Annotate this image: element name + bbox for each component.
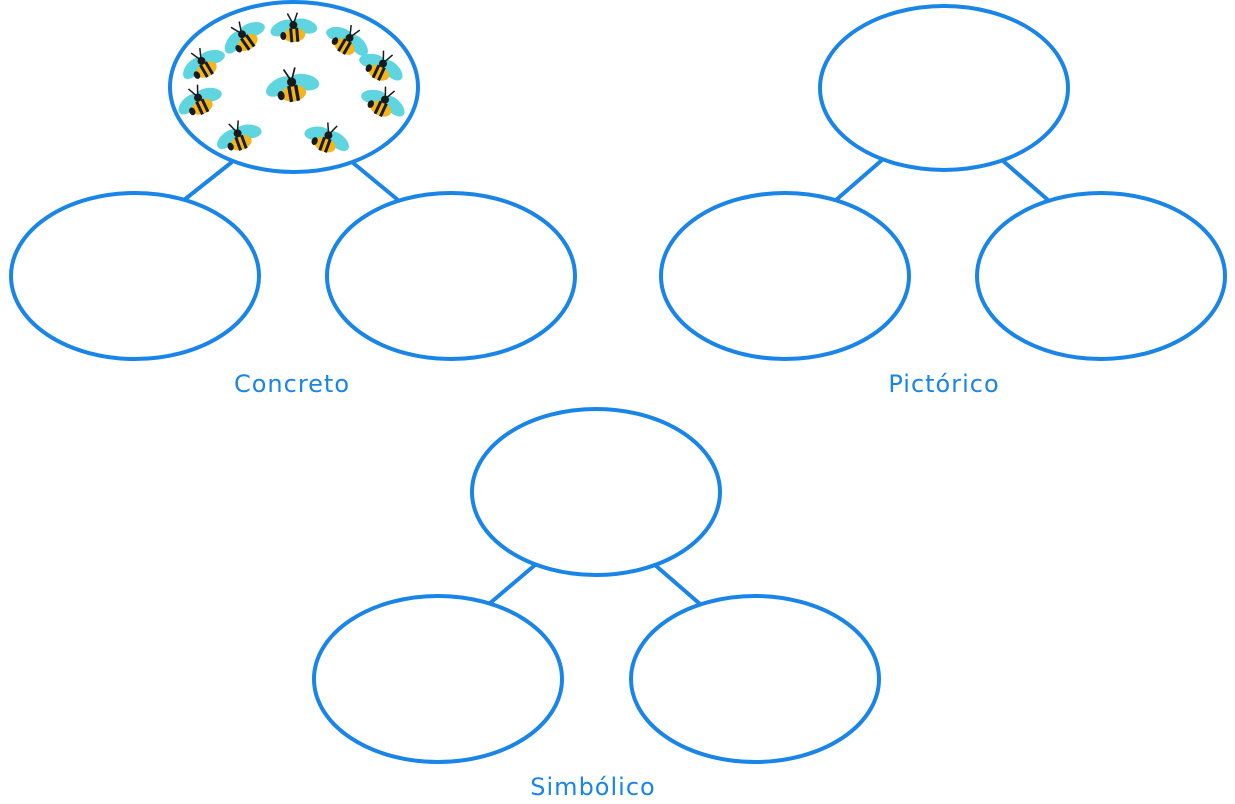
label-simbolico: Simbólico xyxy=(530,773,655,801)
pictorico-top-circle xyxy=(818,4,1070,172)
simbolico-top-circle xyxy=(470,407,722,577)
pictorico-right-circle xyxy=(975,191,1227,361)
diagram-pictorico: Pictórico xyxy=(659,4,1227,398)
diagram-simbolico: Simbólico xyxy=(312,407,881,801)
connector-top-left xyxy=(182,160,234,202)
concreto-right-circle xyxy=(325,191,577,361)
connector-top-left xyxy=(487,563,537,606)
simbolico-right-circle xyxy=(629,594,881,764)
diagram-concreto: Concreto xyxy=(9,0,577,398)
connector-top-right xyxy=(350,160,400,202)
simbolico-left-circle xyxy=(312,594,564,764)
label-pictorico: Pictórico xyxy=(888,370,999,398)
concreto-left-circle xyxy=(9,191,261,361)
connector-top-left xyxy=(834,158,884,202)
connector-top-right xyxy=(1000,158,1050,202)
pictorico-left-circle xyxy=(659,191,911,361)
connector-top-right xyxy=(653,563,702,606)
label-concreto: Concreto xyxy=(234,370,350,398)
